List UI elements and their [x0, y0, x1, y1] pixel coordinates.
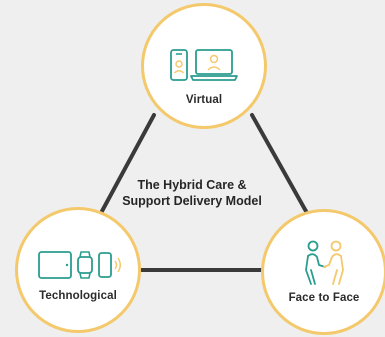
diagram-title-line1: The Hybrid Care &	[137, 178, 247, 192]
edge-virtual-face-to-face	[250, 113, 309, 215]
diagram-title-line2: Support Delivery Model	[122, 194, 262, 208]
people-meeting-icon	[305, 240, 344, 285]
node-technological-label: Technological	[39, 290, 117, 302]
node-virtual-label: Virtual	[185, 94, 223, 106]
node-technological: Technological	[15, 207, 141, 333]
node-face-to-face: Face to Face	[261, 209, 385, 335]
node-virtual: Virtual	[141, 3, 267, 129]
devices-icon	[38, 251, 121, 279]
edge-virtual-technological	[99, 113, 156, 215]
phone-laptop-icon	[170, 49, 238, 81]
diagram-title: The Hybrid Care & Support Delivery Model	[112, 177, 272, 209]
node-face-to-face-label: Face to Face	[288, 292, 360, 304]
